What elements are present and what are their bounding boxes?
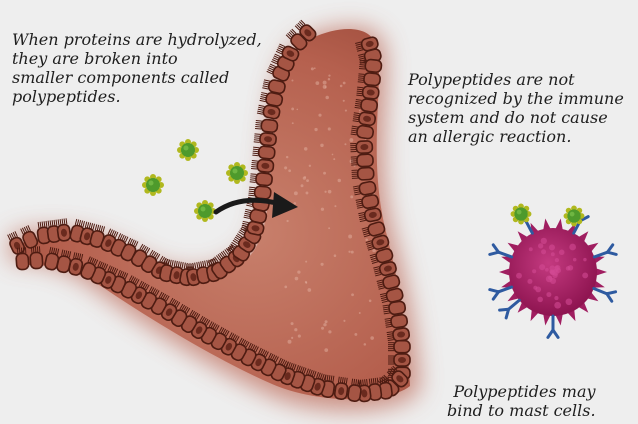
- epithelial-cell: [251, 159, 274, 173]
- receptor: [548, 316, 558, 337]
- hydrolysis-caption-line: polypeptides.: [12, 87, 262, 106]
- bound-polypeptide: [511, 204, 532, 225]
- epithelial-cell: [255, 119, 278, 133]
- hydrolysis-caption-line: When proteins are hydrolyzed,: [12, 30, 262, 49]
- receptor: [594, 245, 616, 257]
- immune-caption-line: system and do not cause: [408, 108, 624, 127]
- mast-cell-caption: Polypeptides may bind to mast cells.: [447, 382, 596, 420]
- mast-cell: [490, 204, 616, 338]
- epithelial-cell: [56, 218, 71, 241]
- polypeptide-molecule: [226, 162, 248, 184]
- immune-caption-line: recognized by the immune: [408, 89, 624, 108]
- hydrolysis-caption: When proteins are hydrolyzed, they are b…: [12, 30, 262, 106]
- bound-polypeptide: [564, 206, 585, 227]
- polypeptide-molecule: [177, 139, 199, 161]
- epithelial-cell: [388, 354, 410, 366]
- immune-caption-line: Polypeptides are not: [408, 70, 624, 89]
- receptor: [490, 245, 512, 257]
- epithelial-cell: [254, 132, 277, 146]
- polypeptide-molecule: [194, 200, 216, 222]
- mast-cell-caption-line: bind to mast cells.: [447, 401, 596, 420]
- hydrolysis-caption-line: they are broken into: [12, 49, 262, 68]
- polypeptide-molecule: [142, 174, 164, 196]
- hydrolysis-caption-line: smaller components called: [12, 68, 262, 87]
- receptor: [500, 300, 520, 318]
- epithelial-cell: [248, 185, 271, 199]
- receptor: [594, 288, 616, 301]
- epithelial-cell: [252, 145, 275, 159]
- receptor: [490, 287, 512, 299]
- immune-caption-line: an allergic reaction.: [408, 127, 624, 146]
- epithelial-cell: [250, 172, 273, 186]
- polypeptide-group: [142, 139, 248, 222]
- epithelial-cell: [388, 341, 410, 353]
- mast-cell-caption-line: Polypeptides may: [447, 382, 596, 401]
- immune-caption: Polypeptides are not recognized by the i…: [408, 70, 624, 146]
